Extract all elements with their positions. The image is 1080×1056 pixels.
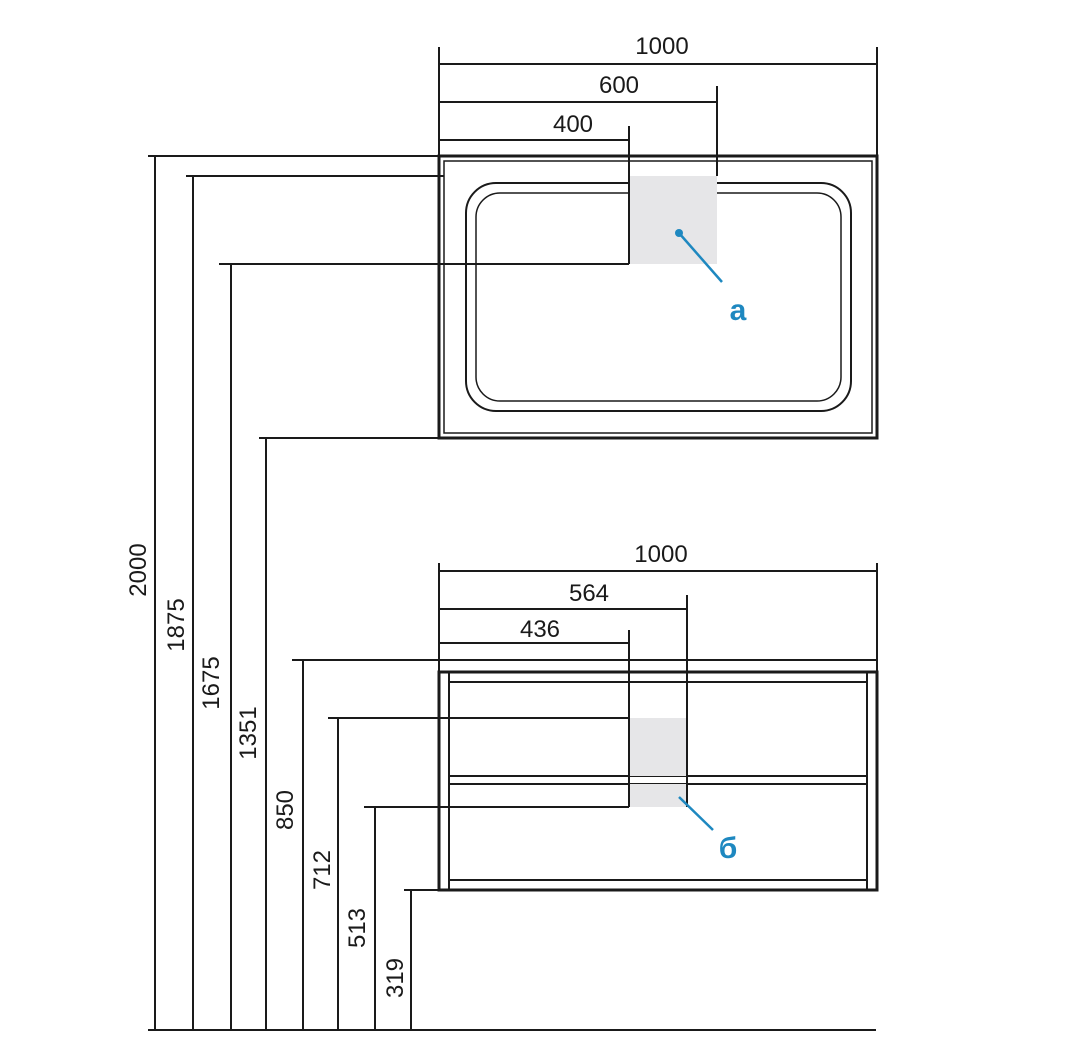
callout-b: б [678,796,738,865]
callout-a-dot [675,229,683,237]
label-513: 513 [344,908,371,948]
mirror-width-dimensions: 1000 600 400 [438,33,878,264]
label-cabinet-436: 436 [520,616,560,643]
label-1875: 1875 [163,598,190,651]
label-850: 850 [272,790,299,830]
callout-b-leader [678,796,714,831]
label-1351: 1351 [235,706,262,759]
callout-a-label: а [730,294,747,327]
cabinet-body [437,670,879,892]
cabinet-width-dimensions: 1000 564 436 [438,541,878,807]
label-cabinet-1000: 1000 [634,541,687,568]
label-319: 319 [382,958,409,998]
mirror-outer-frame [437,154,879,440]
cabinet-top-panel [438,659,878,673]
callout-a-leader [678,232,723,283]
callout-a: а [675,229,747,327]
mirror-unit [437,154,879,440]
height-dimensions: 2000 1875 1675 1351 850 712 513 319 [125,155,629,1030]
label-mirror-1000: 1000 [635,33,688,60]
cabinet-zone-b-lower [629,784,687,807]
label-2000: 2000 [125,543,152,596]
mirror-bevel [443,160,873,434]
label-cabinet-564: 564 [569,580,609,607]
label-mirror-400: 400 [553,111,593,138]
label-1675: 1675 [198,656,225,709]
cabinet-middle-shelf [448,775,868,785]
cabinet-unit [437,659,879,892]
callout-b-label: б [719,832,738,865]
mirror-socket-zone-a [629,176,717,264]
label-mirror-600: 600 [599,72,639,99]
label-712: 712 [309,850,336,890]
cabinet-zone-b-upper [629,718,687,776]
